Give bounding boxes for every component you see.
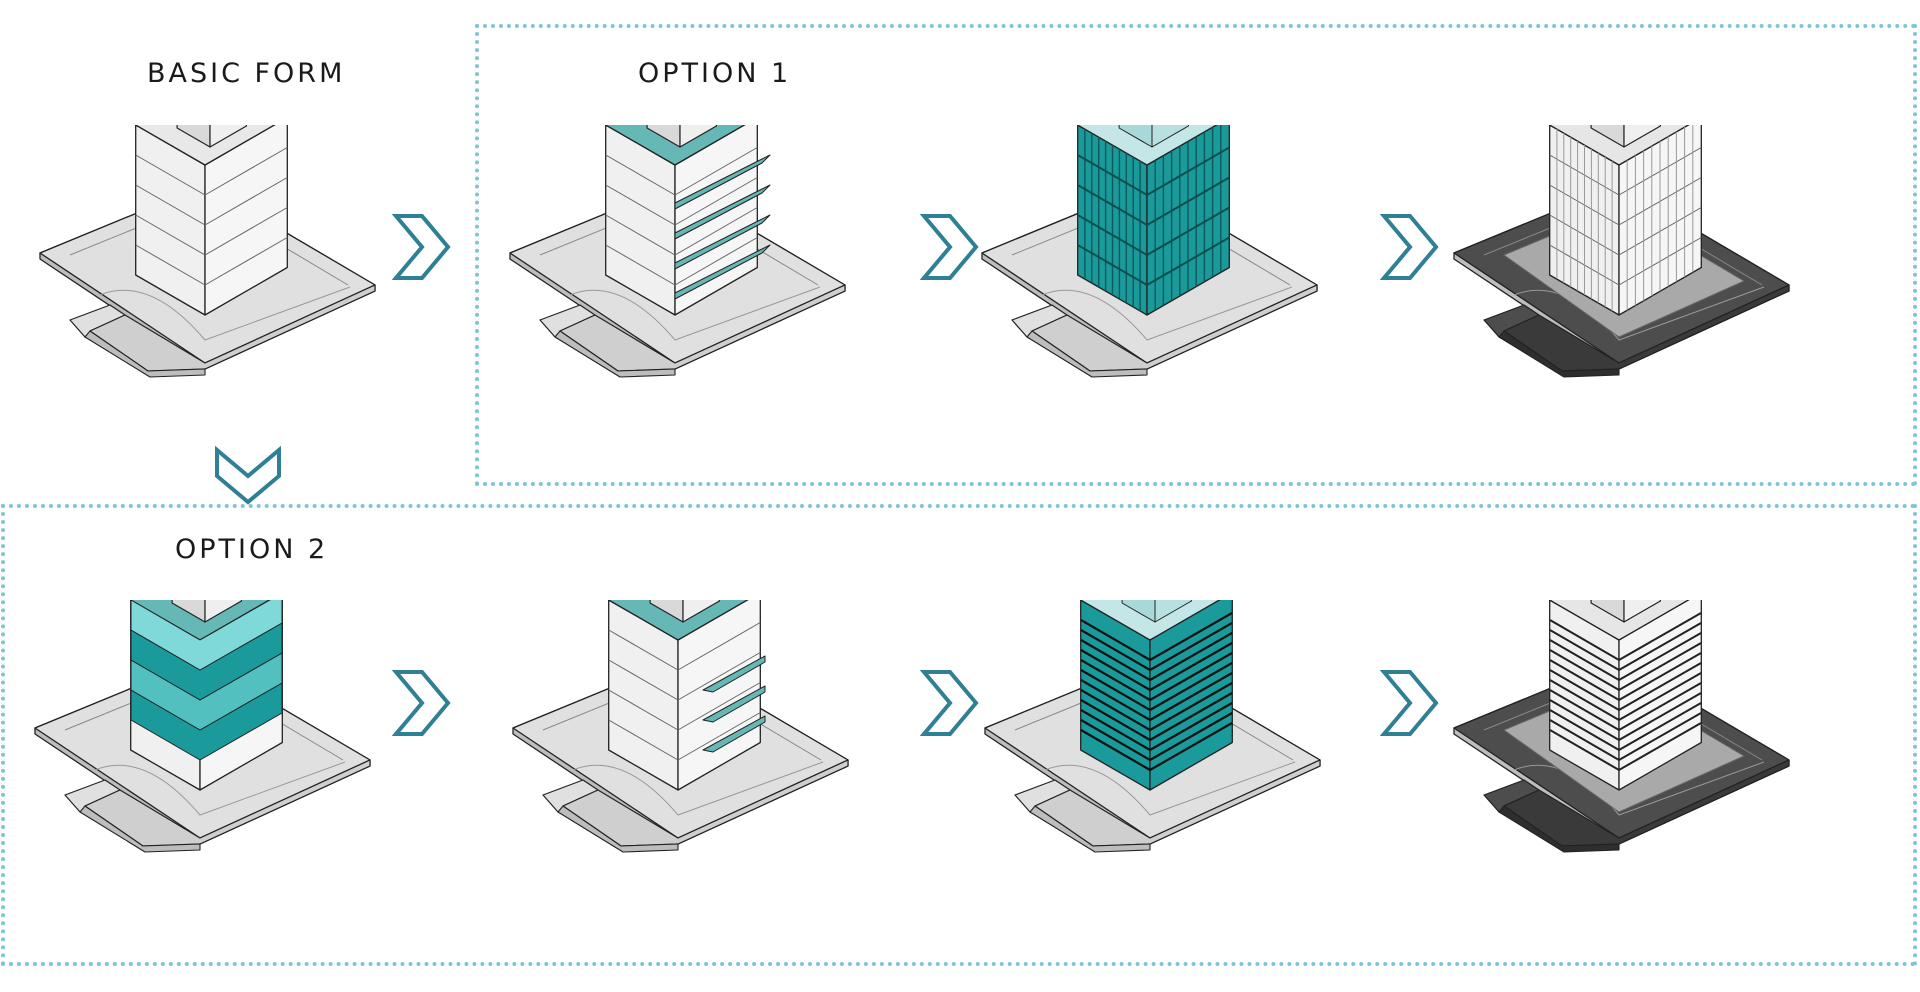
building-option-2-step-3 — [975, 600, 1405, 920]
option-1-label: OPTION 1 — [638, 58, 792, 89]
chevron-down-icon — [213, 446, 283, 506]
building-option-1-step-2 — [972, 125, 1402, 445]
chevron-right-icon — [920, 212, 980, 282]
building-option-1-step-3 — [1444, 125, 1874, 445]
building-basic-form — [30, 125, 460, 445]
basic-form-label: BASIC FORM — [147, 58, 346, 89]
building-option-2-step-1 — [25, 600, 455, 920]
building-option-2-step-2 — [503, 600, 933, 920]
chevron-right-icon — [1380, 668, 1440, 738]
building-option-2-step-4 — [1444, 600, 1874, 920]
building-option-1-step-1 — [500, 125, 930, 445]
chevron-right-icon — [1380, 212, 1440, 282]
chevron-right-icon — [920, 668, 980, 738]
chevron-right-icon — [392, 212, 452, 282]
option-2-frame — [1, 504, 1917, 966]
option-1-frame — [475, 24, 1917, 486]
chevron-right-icon — [392, 668, 452, 738]
option-2-label: OPTION 2 — [175, 534, 329, 565]
